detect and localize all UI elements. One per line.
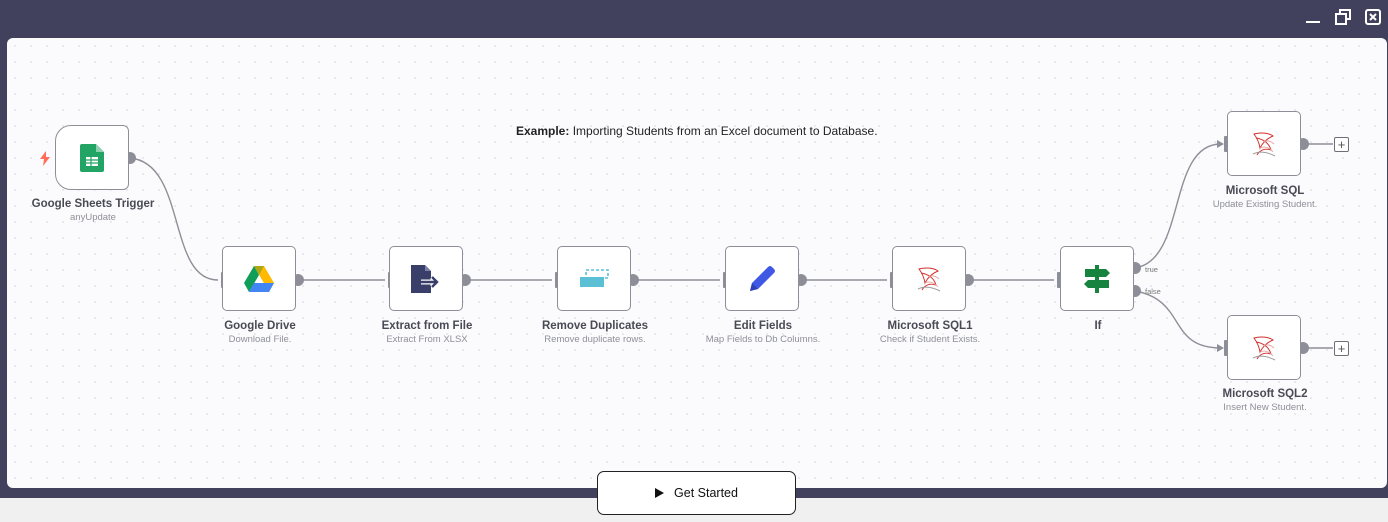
node-title: Microsoft SQL1 (887, 320, 973, 332)
restore-button[interactable] (1334, 8, 1352, 26)
node-subtitle: Download File. (228, 334, 292, 345)
node-label-extract-from-file: Extract from File Extract From XLSX (332, 320, 522, 345)
node-microsoft-sql[interactable] (1227, 111, 1301, 176)
node-title: Edit Fields (733, 320, 793, 332)
mssql-icon (916, 265, 942, 293)
node-label-google-drive: Google Drive Download File. (165, 320, 355, 345)
extract-file-icon (411, 264, 441, 293)
node-if[interactable] (1060, 246, 1134, 311)
workflow-canvas[interactable]: Example: Importing Students from an Exce… (7, 38, 1387, 488)
get-started-label: Get Started (674, 486, 738, 500)
node-remove-duplicates[interactable] (557, 246, 631, 311)
node-extract-from-file[interactable] (389, 246, 463, 311)
google-drive-icon (244, 265, 274, 292)
signpost-icon (1082, 264, 1112, 293)
note-prefix: Example: (516, 124, 570, 138)
node-label-remove-duplicates: Remove Duplicates Remove duplicate rows. (500, 320, 690, 345)
node-subtitle: Check if Student Exists. (879, 334, 981, 345)
arrowhead-sql (1217, 140, 1224, 148)
node-title: Extract from File (381, 320, 473, 332)
node-label-microsoft-sql: Microsoft SQL Update Existing Student. (1170, 185, 1360, 210)
node-title: Google Drive (224, 320, 296, 332)
note-text: Importing Students from an Excel documen… (572, 124, 878, 138)
restore-icon (1335, 9, 1351, 25)
node-label-microsoft-sql2: Microsoft SQL2 Insert New Student. (1170, 388, 1360, 413)
node-title: Microsoft SQL2 (1222, 388, 1308, 400)
node-label-if: If (1003, 320, 1193, 332)
node-subtitle: Update Existing Student. (1212, 199, 1318, 210)
connections-layer (124, 136, 1333, 356)
node-label-microsoft-sql1: Microsoft SQL1 Check if Student Exists. (835, 320, 1025, 345)
window-controls (1304, 8, 1382, 26)
branch-label-false: false (1145, 287, 1161, 296)
get-started-button[interactable]: Get Started (597, 471, 796, 515)
node-title: Google Sheets Trigger (31, 198, 155, 210)
add-node-button[interactable]: + (1334, 137, 1349, 152)
close-icon (1365, 9, 1381, 25)
mssql-icon (1251, 130, 1277, 158)
node-label-edit-fields: Edit Fields Map Fields to Db Columns. (668, 320, 858, 345)
node-subtitle: Insert New Student. (1223, 402, 1307, 413)
play-icon (655, 488, 665, 498)
node-subtitle: Remove duplicate rows. (544, 334, 646, 345)
add-node-button[interactable]: + (1334, 341, 1349, 356)
node-edit-fields[interactable] (725, 246, 799, 311)
node-subtitle: anyUpdate (70, 212, 116, 223)
node-google-sheets-trigger[interactable] (55, 125, 129, 190)
branch-label-true: true (1145, 265, 1158, 274)
connection-trigger-drive (129, 157, 219, 281)
minimize-icon (1306, 21, 1320, 23)
remove-duplicates-icon (578, 268, 610, 289)
close-button[interactable] (1364, 8, 1382, 26)
minimize-button[interactable] (1304, 8, 1322, 26)
node-subtitle: Map Fields to Db Columns. (705, 334, 821, 345)
node-microsoft-sql1[interactable] (892, 246, 966, 311)
lightning-bolt-icon (40, 151, 50, 171)
node-microsoft-sql2[interactable] (1227, 315, 1301, 380)
node-title: If (1094, 320, 1102, 332)
node-title: Microsoft SQL (1225, 185, 1305, 197)
mssql-icon (1251, 334, 1277, 362)
node-google-drive[interactable] (222, 246, 296, 311)
google-sheets-icon (80, 143, 104, 172)
connection-if-false (1134, 290, 1222, 349)
node-subtitle: Extract From XLSX (386, 334, 468, 345)
node-title: Remove Duplicates (541, 320, 649, 332)
arrowhead-sql2 (1217, 344, 1224, 352)
pencil-icon (747, 264, 777, 294)
connection-if-true (1134, 143, 1222, 269)
node-label-google-sheets-trigger: Google Sheets Trigger anyUpdate (0, 198, 188, 223)
sticky-note: Example: Importing Students from an Exce… (516, 124, 878, 138)
